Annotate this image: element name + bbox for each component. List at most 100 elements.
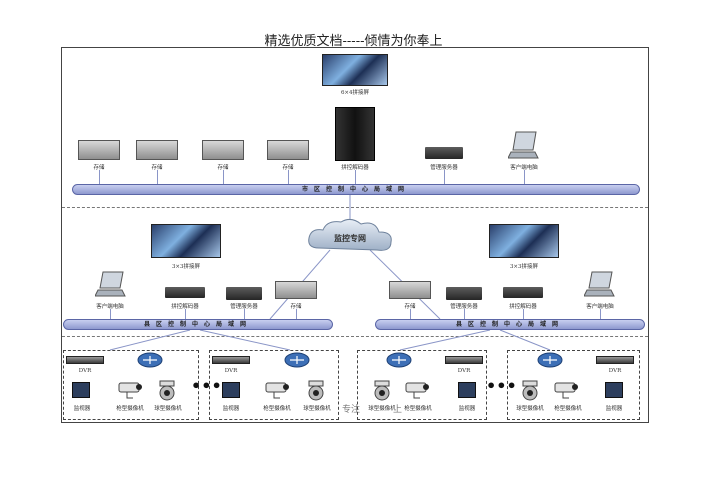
video-wall-3x3-left [151,224,221,258]
mgmt-server-left-label: 管理服务器 [230,304,258,310]
mgmt-server-left [226,287,262,300]
site-1-item-3: 球型摄像机 [154,406,182,412]
storage-left-label: 存储 [290,304,302,310]
link-right-mgmt [464,309,465,319]
dvr-1-label: DVR [78,368,92,374]
monitor-icon-1 [72,382,90,398]
bullet-camera-icon-2 [265,382,289,399]
switch-icon-2 [284,352,310,368]
video-wall-6x4-label: 6×4拼接屏 [340,90,370,96]
storage-label-4: 存储 [282,165,294,171]
mgmt-server-right-label: 管理服务器 [450,304,478,310]
bullet-camera-icon-3 [405,382,429,399]
site-2-item-2: 枪型摄像机 [263,406,291,412]
link-decoder [355,170,356,184]
link-right-decoder [523,309,524,319]
bullet-camera-icon-4 [554,382,578,399]
site-3-item-2: 枪型摄像机 [404,406,432,412]
client-pc-label-right: 客户端电脑 [586,304,614,310]
matrix-decoder-label: 拼控解码器 [341,165,369,171]
storage-label-2: 存储 [151,165,163,171]
site-1-item-2: 枪型摄像机 [116,406,144,412]
site-3-item-3: 监视器 [458,406,476,412]
mgmt-server-right [446,287,482,300]
storage-device-2 [136,140,178,160]
video-wall-3x3-right [489,224,559,258]
storage-right [389,281,431,299]
link-right-client [600,309,601,319]
storage-label-3: 存储 [217,165,229,171]
decoder-left-label: 拼控解码器 [171,304,199,310]
site-box-2 [209,350,339,420]
link-storage-4 [288,170,289,184]
dome-camera-icon-1 [159,380,175,401]
site-2-item-1: 监视器 [222,406,240,412]
client-pc-label-top: 客户端电脑 [510,165,538,171]
city-control-center-lan: 市区控制中心局域网 [72,184,640,195]
video-wall-3x3-left-label: 3×3拼接屏 [171,264,201,270]
laptop-icon-right [584,271,615,297]
link-left-client [110,309,111,319]
link-mgmt [444,170,445,184]
section-divider-bottom [62,336,648,337]
site-box-1 [63,350,199,420]
cloud-icon [308,218,392,251]
dvr-1 [66,356,104,364]
site-4-item-3: 监视器 [605,406,623,412]
site-2-item-3: 球型摄像机 [303,406,331,412]
dome-camera-icon-3 [374,380,390,401]
dvr-3-label: DVR [457,368,471,374]
decoder-right [503,287,543,298]
footer-text-left: 专注 [342,405,361,415]
document-header: 精选优质文档-----倾情为你奉上 [264,34,443,49]
monitor-icon-4 [605,382,623,398]
site-box-3 [357,350,487,420]
storage-device-1 [78,140,120,160]
dvr-4 [596,356,634,364]
link-left-storage [296,309,297,319]
link-storage-2 [157,170,158,184]
client-pc-label-left: 客户端电脑 [96,304,124,310]
dome-camera-icon-2 [308,380,324,401]
storage-device-4 [267,140,309,160]
switch-icon-1 [137,352,163,368]
link-storage-3 [223,170,224,184]
site-4-item-1: 球型摄像机 [516,406,544,412]
county-lan-right: 县区控制中心局域网 [375,319,645,330]
management-server [425,147,463,159]
diagram-frame [61,47,649,423]
laptop-icon-top [508,131,539,159]
link-left-decoder [185,309,186,319]
video-wall-3x3-right-label: 3×3拼接屏 [509,264,539,270]
laptop-icon-left [95,271,126,297]
link-storage-1 [99,170,100,184]
dvr-3 [445,356,483,364]
link-left-mgmt [244,309,245,319]
storage-device-3 [202,140,244,160]
dvr-2-label: DVR [224,368,238,374]
section-divider-top [62,207,648,208]
monitor-icon-3 [458,382,476,398]
more-sites-ellipsis-right: ••• [486,376,517,395]
link-right-storage [410,309,411,319]
county-lan-left: 县区控制中心局域网 [63,319,333,330]
bullet-camera-icon-1 [118,382,142,399]
site-box-4 [507,350,640,420]
more-sites-ellipsis-left: ••• [191,376,222,395]
decoder-right-label: 拼控解码器 [509,304,537,310]
monitor-icon-2 [222,382,240,398]
storage-left [275,281,317,299]
link-client [524,170,525,184]
storage-right-label: 存储 [404,304,416,310]
decoder-left [165,287,205,298]
monitoring-network-label: 监控专网 [334,233,366,243]
storage-label-1: 存储 [93,165,105,171]
management-server-label: 管理服务器 [430,165,458,171]
footer-text-right: 上 [393,405,403,415]
dome-camera-icon-4 [522,380,538,401]
switch-icon-4 [537,352,563,368]
site-4-item-2: 枪型摄像机 [554,406,582,412]
switch-icon-3 [386,352,412,368]
dvr-4-label: DVR [608,368,622,374]
site-1-item-1: 监视器 [73,406,91,412]
